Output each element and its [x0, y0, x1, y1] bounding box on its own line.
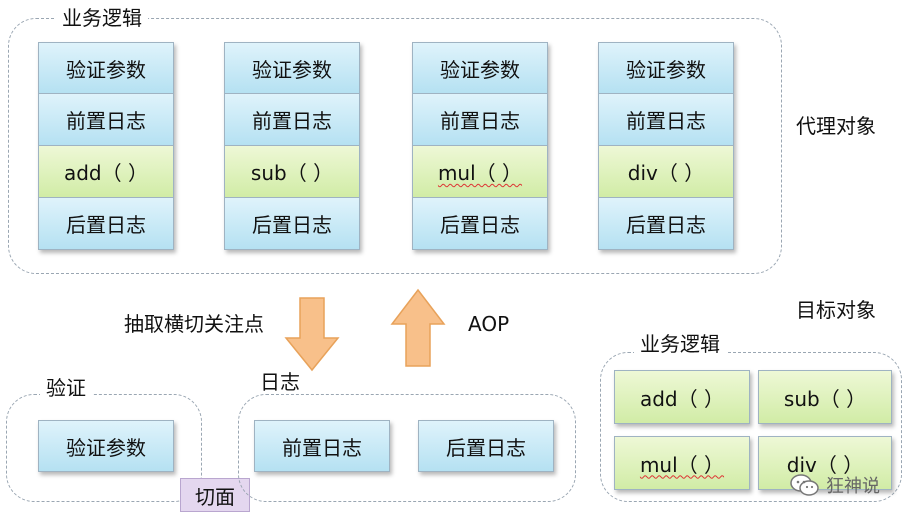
- proxy-column-div: 验证参数 前置日志 div（ ） 后置日志: [598, 42, 734, 250]
- extract-crosscutting-label: 抽取横切关注点: [124, 312, 264, 336]
- target-business-logic-group: [600, 352, 902, 502]
- proxy-cell-pre-log: 前置日志: [412, 94, 548, 146]
- proxy-cell-pre-log: 前置日志: [38, 94, 174, 146]
- target-mul-text: mul（ ）: [639, 452, 725, 477]
- proxy-cell-validate: 验证参数: [412, 42, 548, 94]
- wechat-icon: [790, 474, 819, 496]
- log-group-label: 日志: [254, 370, 306, 394]
- down-arrow-icon: [284, 297, 340, 372]
- proxy-business-logic-group: [8, 18, 782, 274]
- proxy-cell-method: div（ ）: [598, 146, 734, 198]
- validation-params-box: 验证参数: [38, 420, 174, 472]
- proxy-cell-post-log: 后置日志: [38, 198, 174, 250]
- aop-label: AOP: [468, 312, 510, 336]
- proxy-cell-validate: 验证参数: [224, 42, 360, 94]
- log-post-box: 后置日志: [418, 420, 554, 472]
- proxy-object-label: 代理对象: [796, 114, 876, 138]
- watermark: 狂神说: [790, 472, 880, 498]
- validation-group-label: 验证: [40, 376, 92, 400]
- proxy-cell-post-log: 后置日志: [224, 198, 360, 250]
- target-sub-box: sub（ ）: [758, 370, 892, 424]
- proxy-column-mul: 验证参数 前置日志 mul（ ） 后置日志: [412, 42, 548, 250]
- log-group: [238, 394, 576, 502]
- proxy-cell-post-log: 后置日志: [412, 198, 548, 250]
- log-pre-box: 前置日志: [254, 420, 390, 472]
- proxy-cell-post-log: 后置日志: [598, 198, 734, 250]
- target-group-label: 业务逻辑: [634, 332, 726, 356]
- proxy-cell-method: add（ ）: [38, 146, 174, 198]
- watermark-text: 狂神说: [826, 476, 880, 497]
- proxy-cell-validate: 验证参数: [598, 42, 734, 94]
- proxy-cell-method: sub（ ）: [224, 146, 360, 198]
- proxy-cell-method: mul（ ）: [412, 146, 548, 198]
- target-object-label: 目标对象: [796, 298, 876, 322]
- proxy-cell-validate: 验证参数: [38, 42, 174, 94]
- proxy-cell-pre-log: 前置日志: [598, 94, 734, 146]
- up-arrow-icon: [390, 288, 446, 367]
- proxy-group-label: 业务逻辑: [56, 6, 148, 30]
- proxy-column-sub: 验证参数 前置日志 sub（ ） 后置日志: [224, 42, 360, 250]
- proxy-cell-pre-log: 前置日志: [224, 94, 360, 146]
- validation-group: [6, 394, 202, 502]
- target-mul-box: mul（ ）: [614, 436, 750, 490]
- proxy-column-add: 验证参数 前置日志 add（ ） 后置日志: [38, 42, 174, 250]
- target-add-box: add（ ）: [614, 370, 750, 424]
- proxy-cell-method-text: mul（ ）: [437, 161, 523, 185]
- aspect-label: 切面: [180, 478, 250, 512]
- target-div-box: div（ ）: [758, 436, 892, 490]
